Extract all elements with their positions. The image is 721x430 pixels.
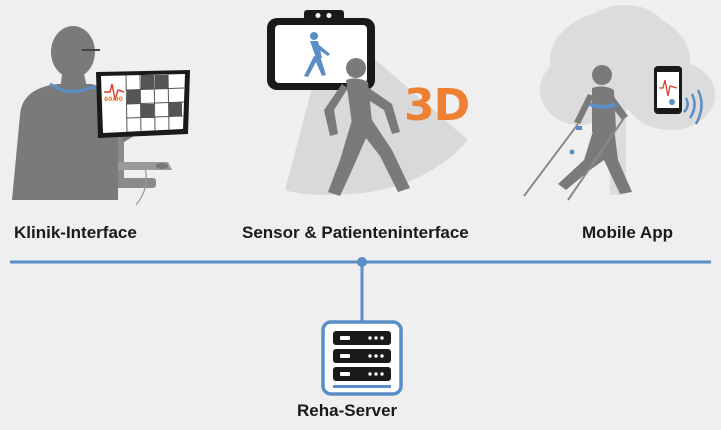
monitor-reading: 60/90 [104,96,123,103]
depth-camera-icon [304,10,344,21]
smartphone-icon [654,66,682,114]
server-icon [321,320,403,396]
sensor-interface-label: Sensor & Patienteninterface [242,223,469,242]
sensor-illustration [267,10,468,196]
mobile-app-label: Mobile App [582,223,673,242]
klinik-interface-illustration [12,26,190,206]
wireless-signal-icon [683,89,703,125]
clinic-monitor [96,70,190,138]
klinik-interface-label: Klinik-Interface [14,223,137,242]
3d-badge: 3D [404,80,470,131]
reha-server-label: Reha-Server [297,401,398,420]
tree [540,5,715,195]
clinician-silhouette [12,26,134,200]
patient-silhouette [324,58,410,196]
bus-junction-dot [357,257,367,267]
mobile-app-illustration [523,5,715,201]
